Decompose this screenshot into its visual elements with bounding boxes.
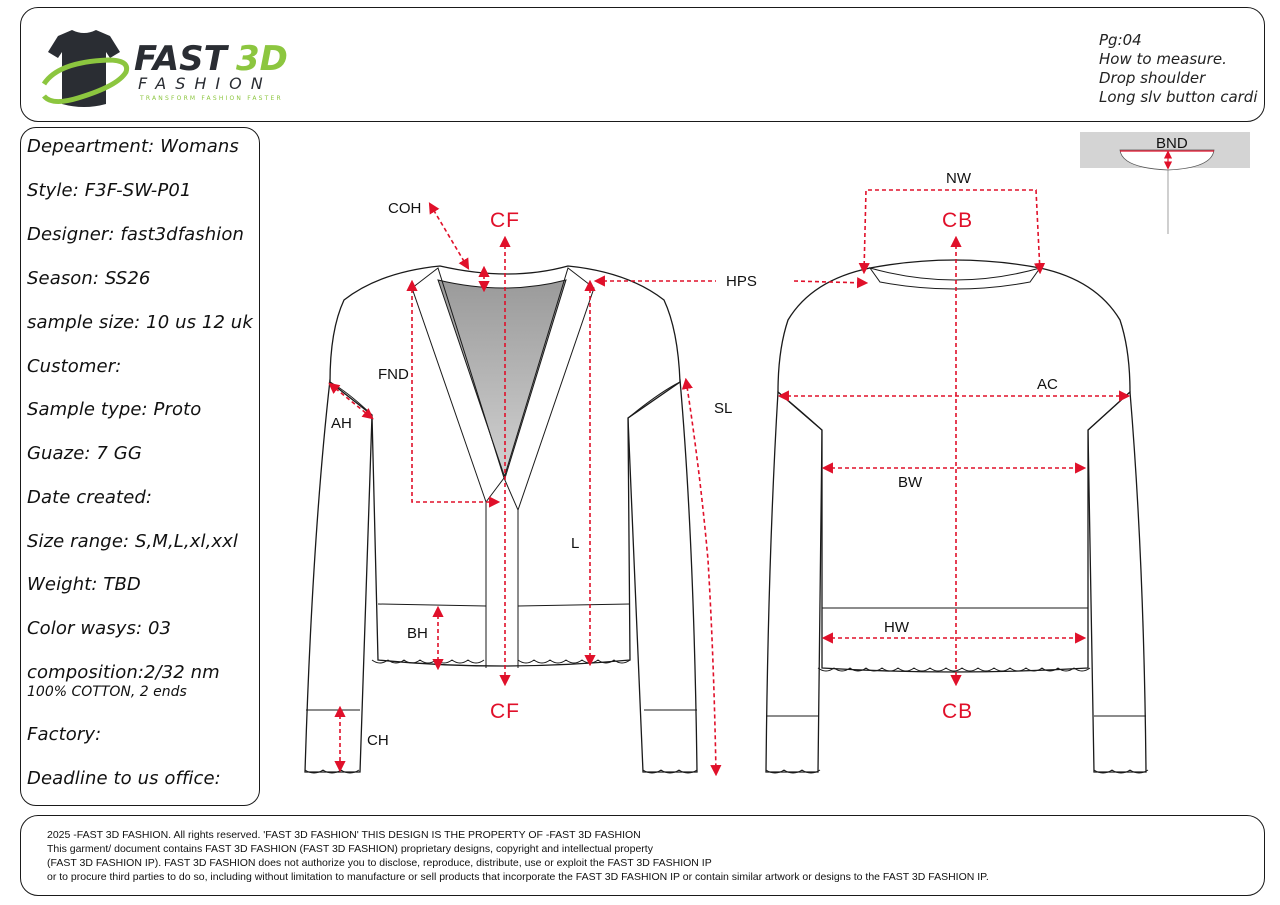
front-right-sleeve (627, 378, 698, 773)
label-hps: HPS (726, 273, 757, 290)
label-sl: SL (714, 400, 732, 417)
measurement-labels: CF CF CB CB COH HPS FND AH SL L BH CH NW… (331, 170, 1058, 749)
copyright-line2: This garment/ document contains FAST 3D … (47, 843, 653, 855)
page-info: Pg:04 How to measure. Drop shoulder Long… (1099, 31, 1258, 107)
spec-department: Depeartment: Womans (27, 136, 239, 157)
label-bh: BH (407, 625, 428, 642)
page-number: Pg:04 (1099, 31, 1142, 49)
measurement-lines (328, 189, 1131, 777)
tshirt-logo-icon (41, 30, 130, 107)
spec-customer: Customer: (27, 356, 122, 377)
spec-sample-size: sample size: 10 us 12 uk (27, 312, 253, 333)
spec-season: Season: SS26 (27, 268, 151, 289)
spec-panel (20, 127, 260, 806)
brand-name-part2: 3D (236, 39, 288, 79)
back-right-sleeve (1087, 390, 1147, 773)
front-hem-band (377, 603, 631, 607)
back-body (777, 259, 1131, 673)
front-view (304, 265, 698, 774)
spec-size-range: Size range: S,M,L,xl,xxl (27, 531, 239, 552)
label-ac: AC (1037, 376, 1058, 393)
label-nw: NW (946, 170, 972, 187)
spec-factory: Factory: (27, 724, 102, 745)
label-bw: BW (898, 474, 923, 491)
spec-composition-detail: 100% COTTON, 2 ends (27, 684, 187, 700)
label-fnd: FND (378, 366, 409, 383)
spec-color-ways: Color wasys: 03 (27, 618, 172, 639)
spec-date-created: Date created: (27, 487, 153, 508)
front-scallop-hem (371, 659, 631, 664)
page-info-line3: Long slv button cardi (1099, 88, 1258, 106)
spec-weight: Weight: TBD (27, 574, 141, 595)
back-collar (868, 267, 1042, 290)
band-inset: BND (1080, 132, 1250, 234)
label-coh: COH (388, 200, 421, 217)
label-bnd: BND (1156, 135, 1188, 152)
back-cuff-scallops (765, 769, 1149, 774)
label-cf-top: CF (490, 209, 520, 232)
spec-designer: Designer: fast3dfashion (27, 224, 244, 245)
measure-fnd (406, 279, 501, 508)
label-hw: HW (884, 619, 910, 636)
label-cf-bottom: CF (490, 700, 520, 723)
measure-sl (681, 377, 722, 777)
measure-coh (428, 202, 470, 270)
label-cb-bottom: CB (942, 700, 973, 723)
label-l: L (571, 535, 579, 552)
brand-subtitle: FASHION (138, 74, 272, 93)
front-left-sleeve (304, 378, 373, 773)
measure-ah (328, 382, 374, 420)
page-info-line2: Drop shoulder (1099, 69, 1206, 87)
spec-sample-type: Sample type: Proto (27, 399, 202, 420)
spec-composition: composition:2/32 nm (27, 662, 220, 683)
header-panel (20, 7, 1265, 122)
label-ch: CH (367, 732, 389, 749)
spec-deadline: Deadline to us office: (27, 768, 221, 789)
spec-gauge: Guaze: 7 GG (27, 443, 142, 464)
spec-style: Style: F3F-SW-P01 (27, 180, 192, 201)
copyright-line4: or to procure third parties to do so, in… (47, 871, 989, 883)
copyright-line1: 2025 -FAST 3D FASHION. All rights reserv… (47, 829, 641, 841)
back-view (765, 259, 1149, 774)
label-ah: AH (331, 415, 352, 432)
copyright-line3: (FAST 3D FASHION IP). FAST 3D FASHION do… (47, 857, 712, 869)
front-placket (485, 502, 519, 668)
label-cb-top: CB (942, 209, 973, 232)
brand-logo: FAST 3D FASHION TRANSFORM FASHION FASTER (41, 30, 288, 107)
page-info-line1: How to measure. (1099, 50, 1227, 68)
front-cuff-scallops (304, 769, 698, 774)
footer-panel (20, 815, 1265, 896)
measure-hps-back (793, 277, 869, 289)
copyright-notice: 2025 -FAST 3D FASHION. All rights reserv… (47, 828, 989, 884)
brand-name-part1: FAST (134, 39, 230, 79)
brand-tagline: TRANSFORM FASHION FASTER (139, 95, 283, 102)
back-left-sleeve (765, 390, 823, 773)
